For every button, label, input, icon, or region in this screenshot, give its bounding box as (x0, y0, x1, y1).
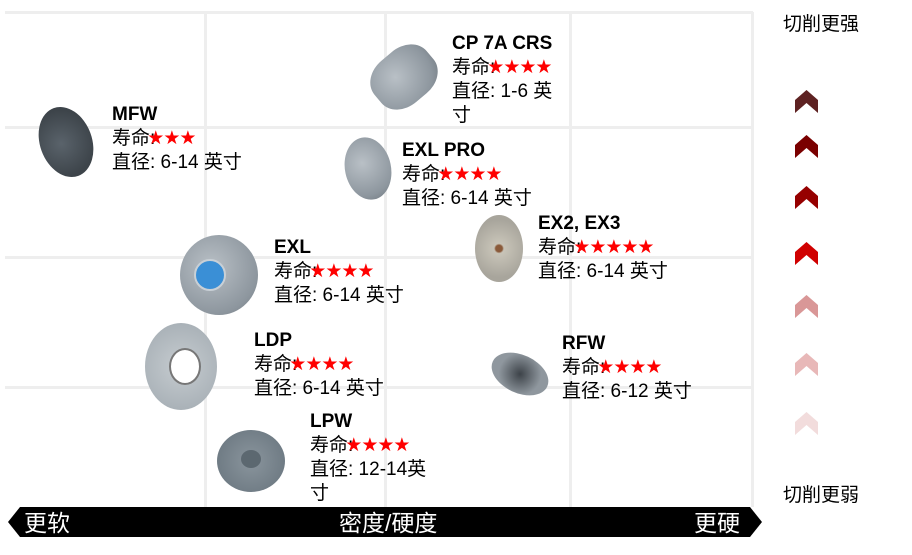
life-stars: ★★★★ (309, 261, 374, 282)
product-name: MFW (112, 104, 158, 125)
product-rfw: RFW 寿命:★★★★ 直径: 6-12 英寸 (562, 332, 692, 404)
axis-softer-label: 更软 (24, 510, 70, 536)
diameter: 直径: 6-14 英寸 (254, 378, 384, 399)
product-name: EX2, EX3 (538, 213, 621, 234)
grid-line (751, 12, 754, 507)
life-label: 寿命: (112, 128, 156, 149)
product-lpw: LPW 寿命:★★★★ 直径: 12-14英 寸 (310, 410, 426, 506)
life-label: 寿命: (562, 357, 606, 378)
life-label: 寿命: (452, 57, 496, 78)
diameter: 直径: 6-12 英寸 (562, 381, 692, 402)
wheel-image-ex2-ex3 (475, 215, 523, 282)
life-stars: ★★★★ (345, 435, 410, 456)
product-cp7a-crs: CP 7A CRS 寿命:★★★★ 直径: 1-6 英 寸 (452, 32, 552, 128)
life-stars: ★★★★ (597, 357, 662, 378)
life-stars: ★★★★ (437, 164, 502, 185)
product-name: EXL (274, 237, 311, 258)
grid-line (5, 126, 753, 129)
wheel-image-exl-pro (338, 132, 398, 205)
product-exl-pro: EXL PRO 寿命:★★★★ 直径: 6-14 英寸 (402, 139, 532, 211)
chevron-up-icon (795, 135, 818, 158)
product-name: EXL PRO (402, 140, 486, 161)
wheel-image-lpw (217, 430, 285, 492)
wheel-image-rfw (484, 344, 556, 404)
product-exl: EXL 寿命:★★★★ 直径: 6-14 英寸 (274, 236, 404, 308)
wheel-image-exl (180, 235, 258, 315)
life-label: 寿命: (402, 164, 446, 185)
life-stars: ★★★★ (487, 57, 552, 78)
life-stars: ★★★★ (289, 354, 354, 375)
diameter: 直径: 12-14英 (310, 459, 427, 480)
life-label: 寿命: (254, 354, 298, 375)
grid-line (569, 12, 572, 507)
life-label: 寿命: (274, 261, 318, 282)
diameter: 直径: 1-6 英 (452, 81, 553, 102)
chevron-up-icon (795, 186, 818, 209)
life-stars: ★★★★★ (573, 237, 654, 258)
product-ldp: LDP 寿命:★★★★ 直径: 6-14 英寸 (254, 329, 384, 401)
chevron-up-icon (795, 353, 818, 376)
life-label: 寿命: (538, 237, 582, 258)
diameter: 直径: 6-14 英寸 (112, 152, 242, 173)
axis-title: 密度/硬度 (339, 510, 438, 536)
wheel-image-cp7a (360, 34, 448, 120)
grid-line (5, 256, 753, 259)
chevron-up-icon (795, 90, 818, 113)
cutting-stronger-label: 切削更强 (783, 14, 860, 35)
product-name: RFW (562, 333, 606, 354)
life-stars: ★★★ (147, 128, 196, 149)
product-name: CP 7A CRS (452, 33, 553, 54)
chevron-up-icon (795, 295, 818, 318)
diameter-wrap: 寸 (452, 105, 472, 126)
grid-line (384, 12, 387, 507)
diameter: 直径: 6-14 英寸 (402, 188, 532, 209)
diameter-wrap: 寸 (310, 483, 330, 504)
diameter: 直径: 6-14 英寸 (538, 261, 668, 282)
grid-line (5, 386, 753, 389)
chevron-up-icon (795, 242, 818, 265)
diameter: 直径: 6-14 英寸 (274, 285, 404, 306)
axis-harder-label: 更硬 (694, 510, 740, 536)
product-name: LDP (254, 330, 292, 351)
wheel-image-mfw (29, 99, 103, 185)
hardness-axis-bar (8, 507, 762, 537)
product-ex2-ex3: EX2, EX3 寿命:★★★★★ 直径: 6-14 英寸 (538, 212, 668, 284)
grid-line (5, 11, 753, 14)
life-label: 寿命: (310, 435, 354, 456)
chevron-up-icon (795, 412, 818, 435)
wheel-image-ldp (145, 323, 217, 410)
product-mfw: MFW 寿命:★★★ 直径: 6-14 英寸 (112, 103, 242, 175)
cutting-weaker-label: 切削更弱 (783, 485, 860, 506)
product-name: LPW (310, 411, 353, 432)
